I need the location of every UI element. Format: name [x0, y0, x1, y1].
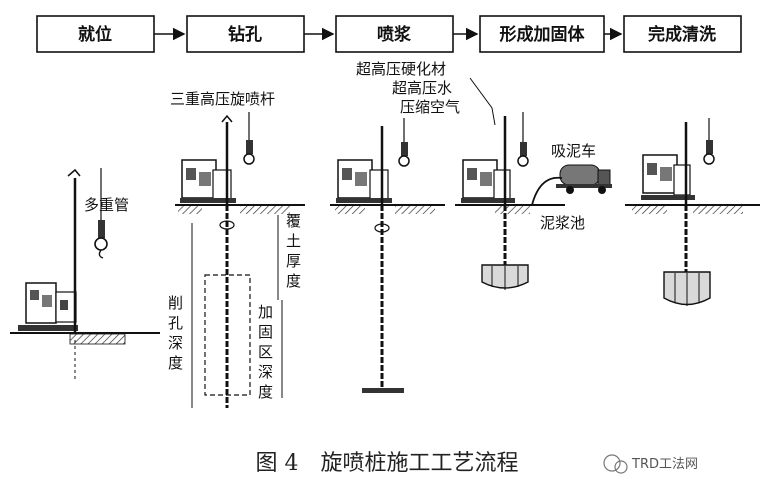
- drilling-rig-3: [336, 126, 392, 205]
- suction-hose: [531, 176, 563, 206]
- drilling-rig-2: [180, 114, 236, 205]
- step-label-5: 完成清洗: [648, 24, 716, 45]
- svg-text:深: 深: [168, 334, 183, 352]
- svg-text:固: 固: [258, 323, 273, 341]
- multi-pipe-label: 多重管: [84, 196, 129, 214]
- rod-marker-3: [374, 223, 390, 233]
- reinforce-zone-2: [204, 274, 251, 396]
- svg-text:超高压硬化材: 超高压硬化材: [356, 60, 446, 78]
- svg-text:加: 加: [258, 303, 273, 321]
- overburden-label: 覆 土 厚 度: [286, 212, 301, 290]
- reinforce-depth-label: 加 固 区 深 度: [258, 303, 273, 401]
- figure-caption: 图 4 旋喷桩施工工艺流程: [256, 451, 519, 476]
- drilling-rig-1: [18, 168, 81, 332]
- watermark-text: TRD工法网: [631, 457, 698, 472]
- stage-cleaning: [625, 118, 760, 306]
- crane-hook-1: [94, 168, 108, 259]
- suction-truck: [556, 164, 612, 194]
- step-label-1: 就位: [78, 24, 112, 45]
- svg-text:深: 深: [258, 363, 273, 381]
- step-box-4: 形成加固体: [479, 15, 605, 53]
- svg-text:孔: 孔: [168, 314, 183, 332]
- stage-positioning: 多重管: [10, 168, 160, 380]
- ground-hatch-2b: [240, 206, 290, 214]
- stage-drilling: 三重高压旋喷杆 覆 土 厚 度 削 孔 深 度 加 固 区 深 度: [168, 90, 305, 408]
- svg-text:度: 度: [168, 354, 183, 372]
- drilling-rig-5: [641, 122, 695, 205]
- stage-forming: 超高压硬化材 超高压水 压缩空气: [356, 60, 612, 290]
- step-box-1: 就位: [36, 15, 155, 53]
- watermark: TRD工法网: [603, 454, 698, 474]
- media-leader: [469, 77, 496, 126]
- svg-text:削: 削: [168, 294, 183, 312]
- ground-hatch-3b: [395, 206, 435, 214]
- ground-hatch-5a: [632, 206, 667, 214]
- nozzle-3: [362, 388, 404, 393]
- drill-bit-marker-2: [219, 220, 235, 230]
- crane-hook-2: [243, 112, 255, 165]
- step-label-3: 喷浆: [377, 24, 412, 45]
- triple-rod-label: 三重高压旋喷杆: [170, 90, 275, 108]
- ground-hatch-2a: [178, 206, 202, 214]
- svg-text:覆: 覆: [286, 212, 301, 230]
- crane-hook-4: [517, 112, 529, 167]
- svg-text:压缩空气: 压缩空气: [400, 98, 460, 116]
- svg-text:超高压水: 超高压水: [392, 79, 452, 97]
- media-labels: 超高压硬化材 超高压水 压缩空气: [356, 60, 460, 116]
- suction-truck-label: 吸泥车: [551, 142, 596, 160]
- svg-text:厚: 厚: [286, 252, 301, 270]
- ground-hatch-1: [69, 333, 126, 345]
- step-label-4: 形成加固体: [500, 24, 586, 45]
- svg-text:区: 区: [258, 343, 273, 361]
- ground-hatch-3a: [335, 206, 365, 214]
- drilling-rig-4: [461, 116, 515, 205]
- mud-pit-label: 泥浆池: [540, 214, 585, 232]
- cut-depth-label: 削 孔 深 度: [168, 294, 183, 372]
- svg-text:土: 土: [286, 232, 301, 250]
- ground-hatch-5b: [693, 206, 743, 214]
- step-box-5: 完成清洗: [623, 15, 742, 53]
- mud-pit: [495, 206, 530, 214]
- step-label-2: 钻孔: [228, 24, 262, 45]
- crane-hook-3: [398, 118, 410, 167]
- step-flow: 就位 钻孔 喷浆 形成加固体 完成清洗: [36, 15, 742, 53]
- wechat-icon: [603, 454, 621, 472]
- stage-grouting: [330, 118, 445, 393]
- crane-hook-5: [703, 118, 715, 165]
- step-box-3: 喷浆: [335, 15, 454, 53]
- step-box-2: 钻孔: [186, 15, 305, 53]
- svg-text:度: 度: [258, 383, 273, 401]
- svg-text:度: 度: [286, 272, 301, 290]
